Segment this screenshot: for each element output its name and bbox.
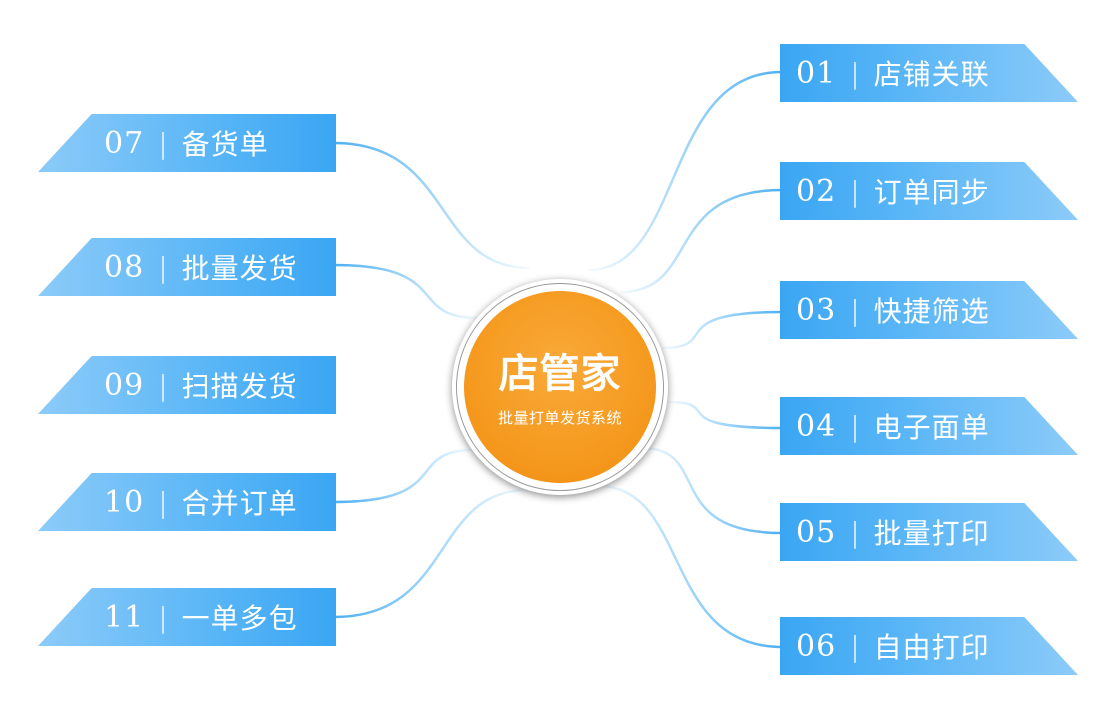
- connector-r-1: [587, 70, 783, 272]
- feature-banner-04: 04 | 电子面单: [780, 397, 1078, 455]
- feature-number: 10: [104, 484, 145, 520]
- connector-r-5: [641, 446, 783, 535]
- feature-label: 店铺关联: [873, 58, 990, 91]
- connector-l-7: [333, 141, 531, 270]
- feature-number: 06: [796, 628, 837, 664]
- connector-r-6: [597, 484, 783, 649]
- feature-number: 11: [104, 599, 145, 635]
- connector-l-11: [333, 488, 529, 619]
- feature-banner-06: 06 | 自由打印: [780, 617, 1078, 675]
- feature-number: 03: [796, 292, 837, 328]
- feature-banner-08: 08 | 批量发货: [38, 238, 336, 296]
- feature-number: 07: [104, 125, 145, 161]
- hub-title: 店管家: [498, 350, 622, 397]
- feature-separator: |: [158, 250, 168, 284]
- feature-number: 01: [796, 55, 837, 91]
- feature-label: 订单同步: [873, 176, 990, 209]
- feature-number: 02: [796, 173, 837, 209]
- feature-separator: |: [850, 174, 860, 208]
- connector-l-8: [333, 263, 479, 320]
- feature-separator: |: [850, 629, 860, 663]
- feature-separator: |: [158, 600, 168, 634]
- feature-banner-03: 03 | 快捷筛选: [780, 281, 1078, 339]
- connector-l-10: [333, 448, 475, 504]
- feature-label: 自由打印: [873, 631, 990, 664]
- feature-separator: |: [158, 485, 168, 519]
- feature-separator: |: [158, 126, 168, 160]
- feature-label: 备货单: [181, 128, 269, 161]
- feature-separator: |: [158, 368, 168, 402]
- feature-banner-02: 02 | 订单同步: [780, 162, 1078, 220]
- feature-separator: |: [850, 293, 860, 327]
- feature-label: 快捷筛选: [873, 295, 990, 328]
- feature-number: 04: [796, 408, 837, 444]
- feature-banner-09: 09 | 扫描发货: [38, 356, 336, 414]
- connector-r-3: [661, 310, 783, 350]
- hub-subtitle: 批量打单发货系统: [497, 408, 622, 427]
- feature-banner-01: 01 | 店铺关联: [780, 44, 1078, 102]
- feature-separator: |: [850, 56, 860, 90]
- connector-r-4: [667, 400, 783, 430]
- feature-banner-11: 11 | 一单多包: [38, 588, 336, 646]
- feature-banner-07: 07 | 备货单: [38, 114, 336, 172]
- feature-number: 08: [104, 249, 145, 285]
- hub-circle: 店管家 批量打单发货系统: [464, 291, 656, 483]
- feature-banner-10: 10 | 合并订单: [38, 473, 336, 531]
- feature-label: 电子面单: [873, 411, 990, 444]
- feature-label: 批量打印: [873, 517, 990, 550]
- feature-label: 批量发货: [181, 252, 298, 285]
- feature-number: 09: [104, 367, 145, 403]
- feature-number: 05: [796, 514, 837, 550]
- feature-separator: |: [850, 515, 860, 549]
- feature-label: 扫描发货: [181, 370, 298, 403]
- feature-label: 一单多包: [181, 602, 298, 635]
- feature-banner-05: 05 | 批量打印: [780, 503, 1078, 561]
- connector-r-2: [619, 188, 783, 294]
- feature-separator: |: [850, 409, 860, 443]
- feature-label: 合并订单: [181, 487, 298, 520]
